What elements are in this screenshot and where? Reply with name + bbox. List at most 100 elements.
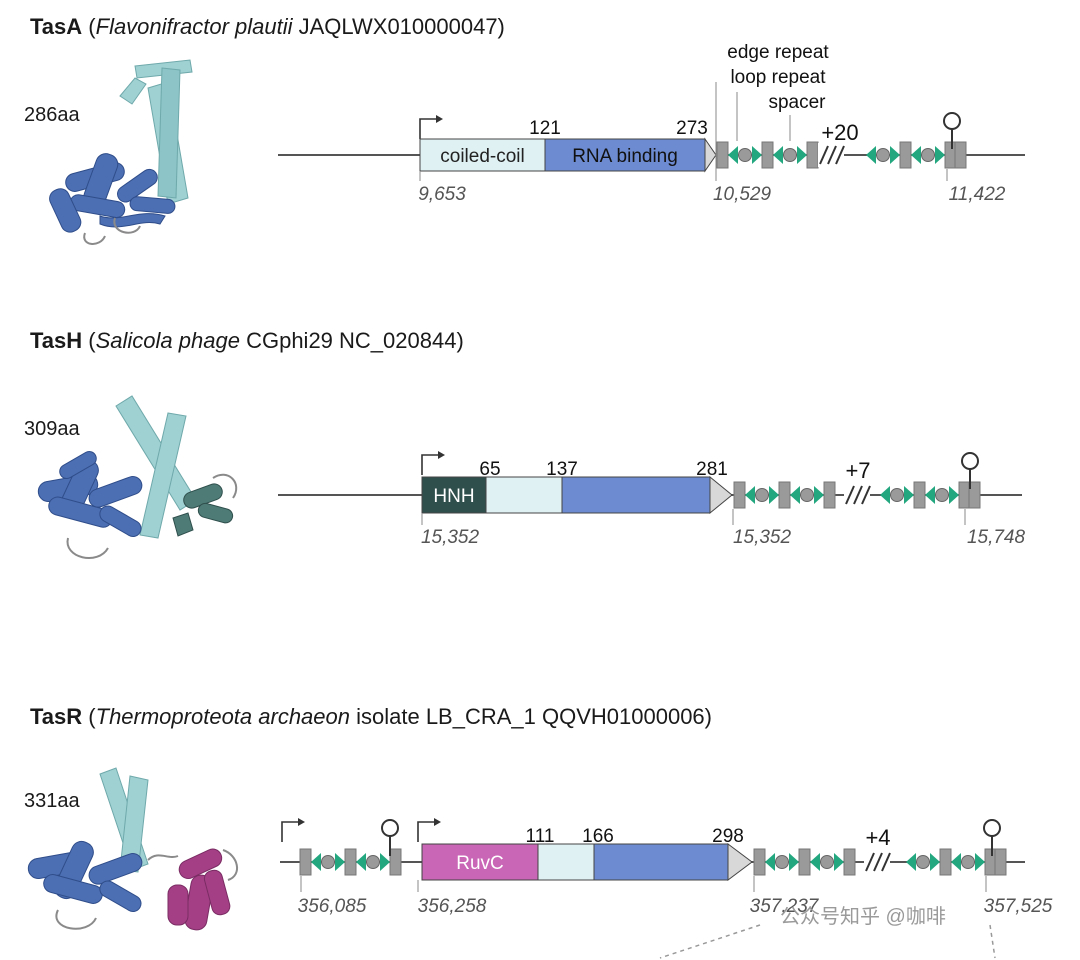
spacer-arrow xyxy=(880,486,890,504)
spacer-arrow xyxy=(311,853,321,871)
loops xyxy=(83,217,141,245)
coordinate-label: 357,237 xyxy=(750,896,820,917)
repeat-box xyxy=(958,481,971,509)
spacer-arrow xyxy=(728,146,738,164)
spacer-arrow xyxy=(975,853,985,871)
domain-label: RNA binding xyxy=(572,146,678,167)
spacer-arrow xyxy=(834,853,844,871)
domain-hnh xyxy=(421,476,487,514)
repeat-box xyxy=(806,141,819,169)
repeat-box xyxy=(299,848,312,876)
loop-repeat xyxy=(916,855,930,869)
promoter-arrow xyxy=(417,821,434,842)
loop-repeat xyxy=(921,148,935,162)
repeat-box xyxy=(716,141,729,169)
loops xyxy=(55,849,238,930)
accession: isolate LB_CRA_1 QQVH01000006) xyxy=(350,704,712,729)
promoter-arrow xyxy=(419,118,436,139)
coordinate-label: 357,525 xyxy=(984,896,1053,917)
repeat-box xyxy=(843,848,856,876)
panel-title-tasa: TasA (Flavonifractor plautii JAQLWX01000… xyxy=(30,14,505,39)
spacer-arrow xyxy=(949,486,959,504)
domain-boundary: 281 xyxy=(696,459,728,480)
repeat-box xyxy=(994,848,1007,876)
promoter-arrowhead xyxy=(436,115,443,123)
hnh-domain xyxy=(172,483,234,537)
domain-boundary: 111 xyxy=(526,826,555,847)
organism-name: Flavonifractor plautii xyxy=(95,14,293,39)
repeat-box xyxy=(954,141,967,169)
repeat-box xyxy=(389,848,402,876)
coordinate-label: 11,422 xyxy=(949,184,1006,205)
repeat-box xyxy=(753,848,766,876)
rna-binding-helices xyxy=(37,451,143,537)
gene-arrow-tip xyxy=(709,475,733,515)
spacer-arrow xyxy=(906,853,916,871)
protein-structure-tash xyxy=(37,395,238,559)
coordinate-label: 15,352 xyxy=(733,527,792,548)
spacer-arrow xyxy=(814,486,824,504)
domain-ruvc xyxy=(421,843,539,881)
promoter-arrowhead xyxy=(434,818,441,826)
terminator-loop xyxy=(961,452,979,470)
spacer-arrow xyxy=(866,146,876,164)
repeat-box xyxy=(823,481,836,509)
repeat-box xyxy=(733,481,746,509)
gene-arrow-tip xyxy=(704,137,717,173)
domain-boundary: 65 xyxy=(479,459,500,480)
break-slash xyxy=(827,145,837,165)
domain-rna xyxy=(593,843,729,881)
spacer-arrow xyxy=(335,853,345,871)
repeat-box xyxy=(968,481,981,509)
spacer-arrow xyxy=(890,146,900,164)
watermark: 公众号知乎 @咖啡 xyxy=(780,906,946,928)
domain-boundary: 166 xyxy=(582,826,614,847)
coordinate-label: 9,653 xyxy=(418,184,466,205)
protein-length: 331aa xyxy=(24,790,80,812)
break-slash xyxy=(819,145,829,165)
protein-name: TasH xyxy=(30,328,83,353)
break-slash xyxy=(835,145,845,165)
zoom-guide-line xyxy=(989,924,996,959)
panel-title-tash: TasH (Salicola phage CGphi29 NC_020844) xyxy=(30,328,464,353)
protein-structure-tasr xyxy=(27,767,238,931)
repeat-box xyxy=(944,141,957,169)
domain-rna xyxy=(544,138,706,172)
promoter-arrowhead xyxy=(438,451,445,459)
accession: JAQLWX010000047) xyxy=(292,14,505,39)
spacer-arrow xyxy=(752,146,762,164)
organism-name: Salicola phage xyxy=(95,328,240,353)
zoom-guide-line xyxy=(659,924,761,959)
protein-structure-tasa xyxy=(49,59,193,245)
coordinate-label: 10,529 xyxy=(713,184,772,205)
break-slash xyxy=(881,852,891,872)
repeat-box xyxy=(761,141,774,169)
spacer-arrow xyxy=(790,486,800,504)
spacer-arrow xyxy=(911,146,921,164)
gap-count: +4 xyxy=(865,825,890,850)
spacer-arrow xyxy=(789,853,799,871)
coordinate-label: 15,748 xyxy=(967,527,1026,548)
promoter-arrowhead xyxy=(298,818,305,826)
spacer-arrow xyxy=(797,146,807,164)
coiled-coil-helices xyxy=(99,767,149,873)
spacer-arrow xyxy=(810,853,820,871)
protein-name: TasA xyxy=(30,14,83,39)
domain-label: coiled-coil xyxy=(440,146,524,167)
gap-count: +7 xyxy=(845,458,870,483)
loop-repeat xyxy=(775,855,789,869)
domain-boundary: 121 xyxy=(529,118,561,139)
domain-boundary: 273 xyxy=(676,118,708,139)
repeat-box xyxy=(939,848,952,876)
loop-repeat xyxy=(738,148,752,162)
locus-diagram-tasa: coiled-coil RNA binding 121 273 +20 edge repe… xyxy=(278,42,1025,205)
break-slash xyxy=(865,852,875,872)
spacer-arrow xyxy=(765,853,775,871)
spacer-arrow xyxy=(930,853,940,871)
repeat-box xyxy=(798,848,811,876)
gap-count: +20 xyxy=(821,120,858,145)
terminator-loop xyxy=(943,112,961,130)
label-edge-repeat: edge repeat xyxy=(727,42,829,63)
